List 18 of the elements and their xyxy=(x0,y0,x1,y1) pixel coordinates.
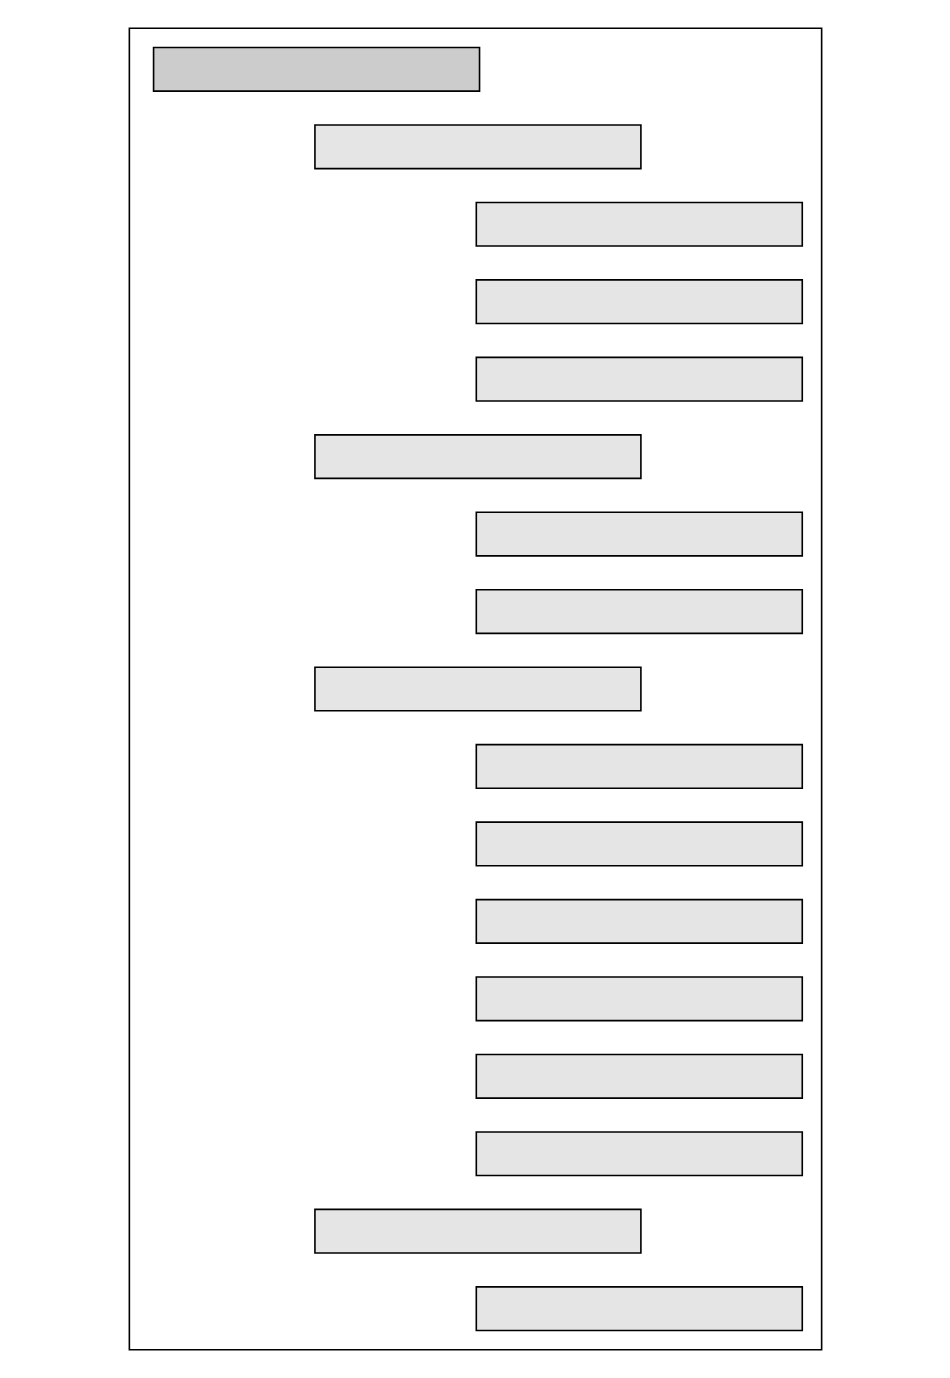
node-box xyxy=(475,898,803,944)
node-box xyxy=(475,1131,803,1177)
cluster xyxy=(128,27,822,1351)
node-box xyxy=(475,821,803,867)
node-box xyxy=(152,46,480,92)
node-box xyxy=(313,434,642,480)
node-box xyxy=(475,588,803,635)
node-box xyxy=(313,124,642,170)
node-box xyxy=(475,279,803,325)
node-box xyxy=(475,356,803,402)
node-box xyxy=(475,511,803,557)
node-box xyxy=(313,1208,642,1254)
node-box xyxy=(475,976,803,1022)
node-box xyxy=(475,1053,803,1099)
node-box xyxy=(475,743,803,790)
node-box xyxy=(475,1286,803,1332)
node-box xyxy=(313,666,642,712)
node-box xyxy=(475,201,803,247)
